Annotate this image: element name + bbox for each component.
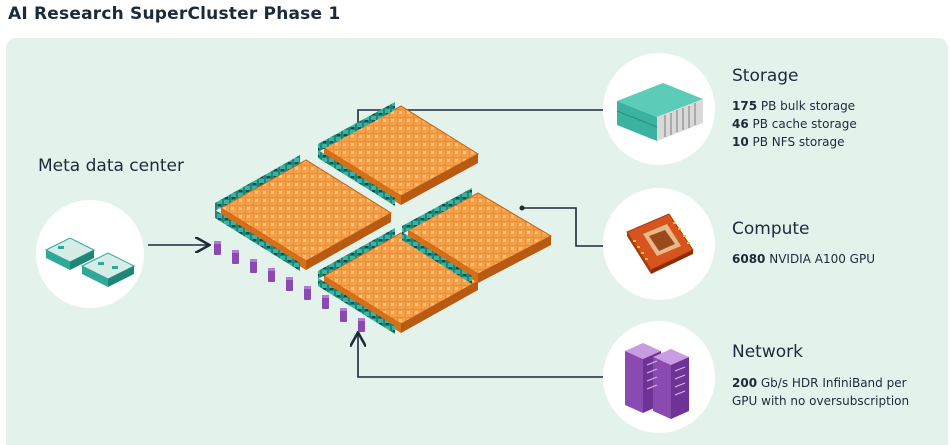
source-circle	[36, 200, 144, 308]
storage-heading: Storage	[732, 66, 799, 86]
network-heading: Network	[732, 342, 803, 362]
storage-spec-nfs: 10 PB NFS storage	[732, 135, 845, 149]
rack-block-1	[215, 155, 392, 271]
rack-block-4	[402, 188, 553, 284]
diagram-panel: Meta data center Storage 175 PB bulk sto…	[6, 38, 948, 445]
network-switch-icon	[625, 343, 689, 419]
storage-circle	[603, 53, 715, 165]
source-label: Meta data center	[38, 156, 185, 176]
compute-heading: Compute	[732, 219, 810, 239]
rack-block-2	[318, 102, 479, 206]
storage-server-icon	[616, 83, 703, 141]
compute-specs: 6080 NVIDIA A100 GPU	[732, 250, 875, 268]
compute-spec-gpu: 6080 NVIDIA A100 GPU	[732, 252, 875, 266]
network-spec-oversubscription: GPU with no oversubscription	[732, 394, 910, 408]
supercluster-illustration	[214, 102, 553, 334]
gpu-rack-row	[214, 243, 365, 332]
rack-block-3	[318, 228, 479, 334]
network-specs: 200 Gb/s HDR InfiniBand per GPU with no …	[732, 374, 909, 410]
storage-spec-bulk: 175 PB bulk storage	[732, 99, 856, 113]
network-spec-bandwidth: 200 Gb/s HDR InfiniBand per	[732, 376, 907, 390]
arrow-network-to-cluster	[358, 334, 606, 378]
network-circle	[603, 321, 715, 433]
storage-spec-cache: 46 PB cache storage	[732, 117, 857, 131]
gpu-chip-icon	[626, 213, 694, 274]
storage-specs: 175 PB bulk storage 46 PB cache storage …	[732, 97, 857, 151]
compute-circle	[603, 188, 715, 300]
data-center-racks-icon	[44, 237, 136, 287]
line-cluster-to-compute	[522, 207, 606, 247]
page-title: AI Research SuperCluster Phase 1	[8, 4, 341, 24]
